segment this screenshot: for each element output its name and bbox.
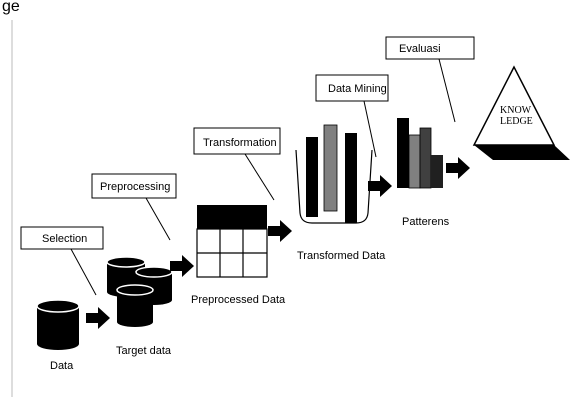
step-box-evaluasi: Evaluasi — [385, 36, 475, 60]
transformed-data-icon — [295, 124, 373, 224]
arrow-right-icon — [268, 220, 292, 242]
stage-label-target-data: Target data — [116, 345, 172, 357]
step-label-preprocessing: Preprocessing — [100, 181, 170, 193]
preprocessed-table-icon — [196, 205, 268, 278]
step-label-transformation: Transformation — [203, 137, 277, 149]
knowledge-triangle-icon — [472, 65, 570, 160]
step-label-selection: Selection — [42, 233, 87, 245]
connector-line — [70, 248, 97, 296]
arrow-right-icon — [446, 157, 470, 179]
stage-label-patterns: Patterens — [402, 216, 450, 228]
step-box-transformation: Transformation — [193, 127, 281, 155]
arrow-right-icon — [86, 307, 110, 329]
data-cylinder-icon — [36, 299, 80, 350]
arrow-right-icon — [170, 255, 194, 277]
stage-label-data: Data — [50, 360, 74, 372]
connector-line — [438, 58, 456, 123]
patterns-bars-icon — [397, 118, 443, 189]
step-box-selection: Selection — [20, 226, 104, 250]
step-box-data-mining: Data Mining — [315, 74, 389, 102]
connector-line — [363, 100, 377, 158]
stage-label-transformed-data: Transformed Data — [297, 250, 386, 262]
connector-line — [244, 153, 275, 201]
page-title-fragment: ge — [2, 0, 20, 15]
knowledge-label-line1: KNOW — [500, 105, 532, 116]
step-box-preprocessing: Preprocessing — [91, 173, 177, 199]
step-label-data-mining: Data Mining — [328, 83, 387, 95]
arrow-right-icon — [368, 175, 392, 197]
connector-line — [145, 197, 171, 241]
step-label-evaluasi: Evaluasi — [399, 43, 441, 55]
knowledge-label-line2: LEDGE — [500, 116, 533, 127]
stage-label-preprocessed-data: Preprocessed Data — [191, 294, 286, 306]
target-data-cylinders-icon — [106, 256, 173, 327]
